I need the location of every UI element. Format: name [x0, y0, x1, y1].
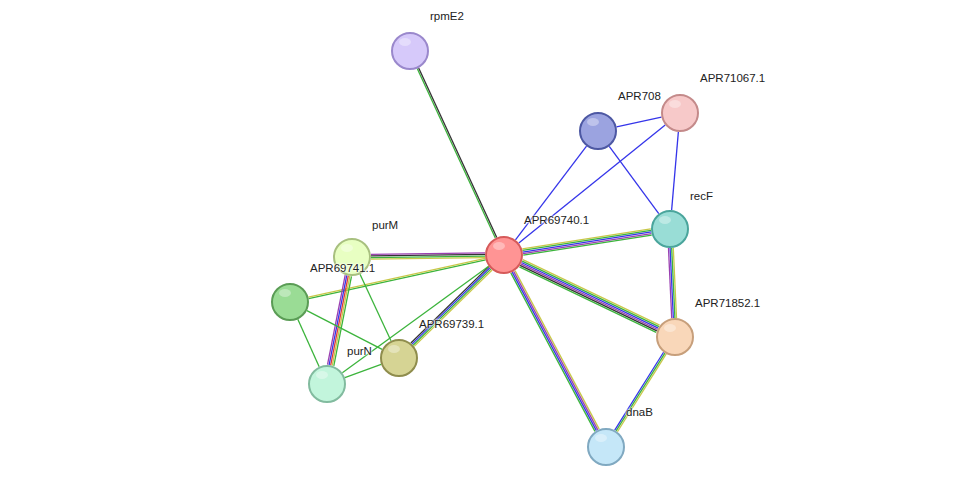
- interaction-edge: [411, 267, 492, 347]
- evidence-line: [307, 311, 382, 350]
- node-highlight: [659, 216, 671, 224]
- protein-node: recF: [651, 210, 689, 248]
- interaction-edge: [668, 248, 676, 318]
- interaction-edge: [609, 146, 659, 213]
- protein-label: APR71852.1: [695, 297, 760, 309]
- interaction-edge: [617, 117, 662, 127]
- node-highlight: [388, 345, 400, 353]
- evidence-line: [522, 261, 659, 327]
- interaction-edge: [672, 132, 679, 210]
- protein-label: APR71067.1: [700, 72, 765, 84]
- evidence-line: [672, 132, 679, 210]
- protein-label: APR69740.1: [524, 214, 589, 226]
- protein-node: rpmE2: [391, 32, 429, 70]
- interaction-edge: [522, 229, 651, 255]
- interaction-edge: [360, 274, 391, 341]
- evidence-line: [523, 235, 651, 255]
- evidence-line: [331, 276, 349, 366]
- protein-node: APR71067.1: [661, 94, 699, 132]
- evidence-line: [308, 258, 485, 297]
- node-highlight: [493, 242, 505, 250]
- interaction-edge: [307, 311, 382, 350]
- interaction-edge: [345, 364, 381, 377]
- evidence-line: [419, 68, 497, 237]
- evidence-line: [616, 353, 665, 431]
- protein-label: APR69739.1: [419, 318, 484, 330]
- interaction-edge: [371, 253, 485, 259]
- interaction-edge: [308, 258, 485, 298]
- protein-node: APR69739.1: [380, 339, 418, 377]
- evidence-line: [329, 275, 347, 365]
- protein-label: APR708: [618, 90, 661, 102]
- protein-label: purM: [372, 219, 398, 231]
- evidence-line: [617, 117, 662, 127]
- evidence-line: [413, 269, 491, 345]
- evidence-line: [328, 275, 346, 365]
- evidence-line: [411, 267, 489, 343]
- node-highlight: [595, 434, 607, 442]
- protein-label: rpmE2: [430, 10, 464, 22]
- evidence-line: [412, 268, 490, 344]
- node-highlight: [669, 100, 681, 108]
- evidence-line: [668, 248, 671, 318]
- evidence-line: [523, 260, 660, 326]
- interaction-edge: [615, 352, 667, 432]
- evidence-line: [371, 253, 485, 255]
- protein-label: APR69741.1: [310, 262, 375, 274]
- evidence-line: [298, 319, 319, 366]
- protein-node: dnaB: [587, 428, 625, 466]
- protein-node: APR69741.1: [271, 283, 309, 321]
- evidence-line: [511, 273, 595, 431]
- interaction-edge: [417, 68, 497, 238]
- node-highlight: [399, 38, 411, 46]
- evidence-line: [309, 260, 486, 299]
- evidence-line: [523, 232, 651, 252]
- evidence-line: [417, 69, 495, 238]
- evidence-line: [360, 274, 391, 341]
- protein-label: recF: [690, 190, 713, 202]
- evidence-line: [617, 354, 666, 432]
- protein-node: APR69740.1: [485, 236, 523, 274]
- protein-node: purN: [308, 365, 346, 403]
- interaction-edge: [298, 319, 319, 366]
- evidence-line: [521, 262, 658, 328]
- protein-node: APR708: [579, 112, 617, 150]
- evidence-line: [512, 272, 596, 430]
- evidence-line: [515, 271, 599, 429]
- node-highlight: [316, 371, 328, 379]
- interaction-edge: [511, 271, 599, 432]
- evidence-line: [345, 364, 381, 377]
- node-highlight: [279, 289, 291, 297]
- protein-label: dnaB: [626, 406, 653, 418]
- node-highlight: [587, 118, 599, 126]
- evidence-line: [523, 230, 651, 250]
- evidence-line: [615, 352, 664, 430]
- node-highlight: [664, 324, 676, 332]
- evidence-line: [514, 271, 598, 429]
- protein-label: purN: [347, 345, 372, 357]
- evidence-line: [609, 146, 659, 213]
- protein-node: APR71852.1: [656, 318, 694, 356]
- evidence-line: [523, 234, 651, 254]
- node-highlight: [341, 244, 353, 252]
- evidence-line: [519, 267, 656, 333]
- evidence-line: [414, 270, 492, 346]
